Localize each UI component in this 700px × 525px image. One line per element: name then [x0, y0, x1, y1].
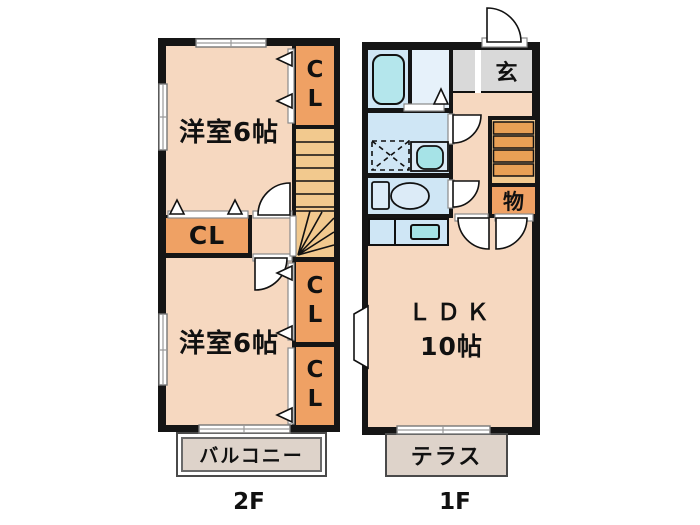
terrace-label: テラス	[410, 445, 483, 470]
closet-2f-middle-label: CL	[188, 221, 226, 250]
slide-triangle-icons	[168, 50, 450, 424]
door-arc-room1	[257, 182, 291, 216]
room-west-2-label: 洋室6帖	[178, 329, 280, 359]
closet-2f-bottom-1: CL	[296, 262, 334, 342]
washbasin-icon	[410, 141, 449, 172]
washer-pan-icon	[371, 140, 410, 171]
entrance-label: 玄	[495, 60, 518, 86]
door-arc-toilet	[452, 180, 480, 208]
balcony: バルコニー	[176, 432, 327, 477]
room-west-1: 洋室6帖	[166, 46, 292, 215]
entrance-genkan: 玄	[481, 50, 532, 93]
hall-2f	[252, 215, 292, 258]
closet-2f-bottom-2: CL	[296, 347, 334, 425]
door-arc-room2	[254, 257, 288, 291]
door-arc-ldk	[457, 217, 490, 250]
stairs-1f-treads-icon	[492, 121, 535, 177]
stairs-2f-treads-icon	[296, 141, 335, 256]
door-arc-entry	[486, 7, 522, 43]
closet-2f-bottom-2-label: CL	[302, 357, 328, 415]
door-arc-icons	[254, 7, 528, 291]
closet-2f-top: CL	[296, 46, 334, 125]
ldk-size-label: 10帖	[420, 332, 483, 361]
window-icons-2f	[158, 38, 291, 434]
window-icons-1f	[353, 304, 491, 435]
storage-closet: 物	[492, 187, 535, 214]
bathtub-icon	[372, 54, 405, 105]
closet-2f-top-label: CL	[302, 56, 328, 115]
balcony-label: バルコニー	[199, 445, 304, 467]
entrance-step-edge	[475, 50, 481, 93]
toilet-icon	[371, 181, 430, 210]
ldk-label: ＬＤＫ	[408, 300, 495, 326]
room-west-1-label: 洋室6帖	[178, 118, 280, 148]
ldk-label-group: ＬＤＫ 10帖	[404, 288, 499, 368]
floor-label-2f: 2F	[233, 489, 265, 515]
door-arc-storage	[495, 217, 528, 250]
ldk-room	[368, 218, 532, 427]
floor-label-1f: 1F	[439, 489, 471, 515]
bay-window-icon	[353, 304, 369, 370]
door-arc-washroom	[452, 114, 482, 144]
storage-label: 物	[503, 189, 524, 214]
closet-2f-middle: CL	[166, 218, 248, 253]
kitchen-sink	[410, 224, 440, 240]
entrance-step	[453, 50, 475, 93]
closet-2f-bottom-1-label: CL	[302, 273, 328, 331]
terrace: テラス	[385, 433, 508, 477]
